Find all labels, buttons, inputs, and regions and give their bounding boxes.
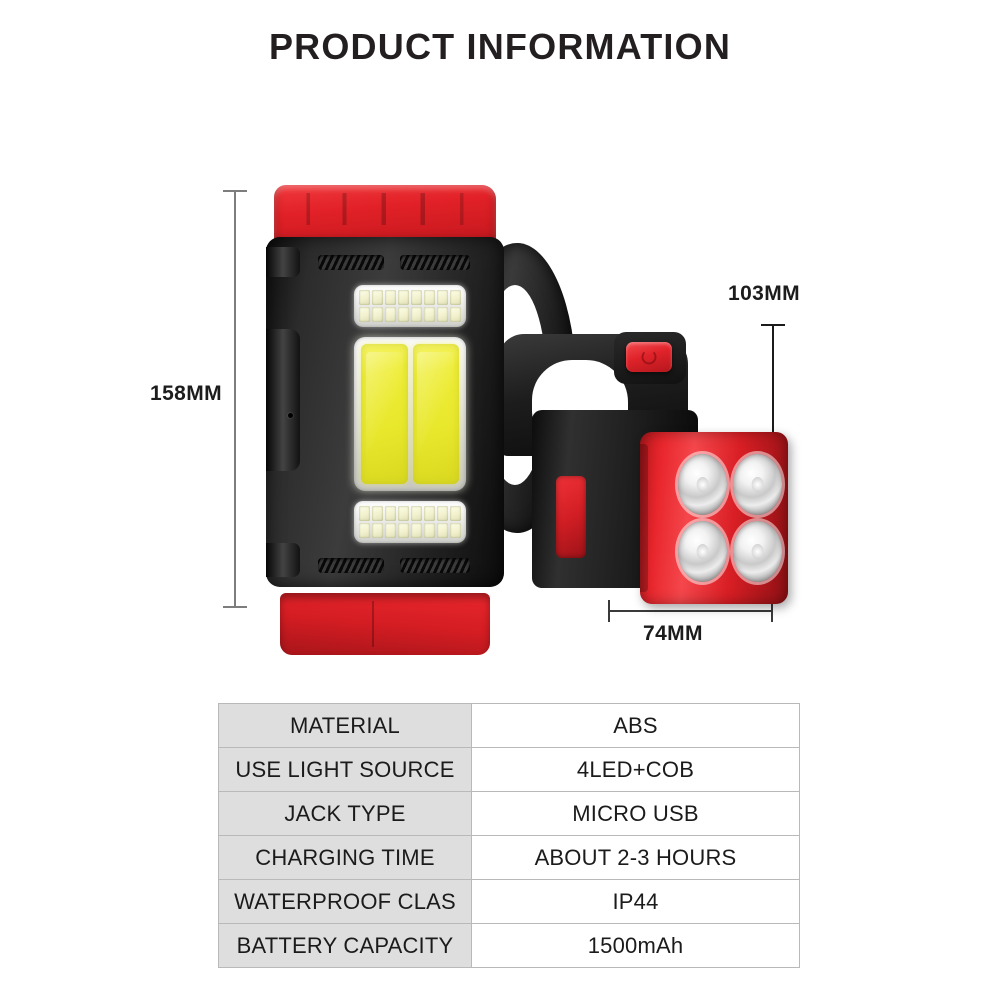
flashlight-black-body	[266, 237, 504, 587]
flashlight-side-view	[262, 185, 576, 655]
led-chip	[359, 506, 370, 521]
led-chip	[450, 290, 461, 305]
table-row: BATTERY CAPACITY 1500mAh	[218, 923, 800, 968]
led-chip-grid	[359, 506, 461, 538]
led-reflector-grid	[678, 454, 782, 582]
led-reflector	[733, 454, 782, 515]
spec-key: JACK TYPE	[218, 791, 472, 836]
table-row: MATERIAL ABS	[218, 703, 800, 748]
led-chip	[385, 523, 396, 538]
table-row: JACK TYPE MICRO USB	[218, 791, 800, 836]
spec-key: MATERIAL	[218, 703, 472, 748]
spec-value: ABOUT 2-3 HOURS	[471, 835, 800, 880]
led-reflector	[678, 454, 727, 515]
led-chip	[359, 290, 370, 305]
table-row: WATERPROOF CLAS IP44	[218, 879, 800, 924]
light-face-plate	[354, 285, 466, 543]
led-chip	[372, 506, 383, 521]
led-chip	[359, 307, 370, 322]
led-chip	[411, 290, 422, 305]
spec-value: 1500mAh	[471, 923, 800, 968]
flashlight-front-view	[498, 328, 788, 618]
led-reflector	[678, 521, 727, 582]
led-chip	[437, 523, 448, 538]
red-led-head	[640, 432, 788, 604]
led-chip	[359, 523, 370, 538]
table-row: USE LIGHT SOURCE 4LED+COB	[218, 747, 800, 792]
led-chip	[398, 506, 409, 521]
product-image-stage: 158MM	[0, 150, 1000, 670]
led-chip	[450, 523, 461, 538]
led-chip	[398, 307, 409, 322]
led-chip	[450, 506, 461, 521]
specification-table-body: MATERIAL ABS USE LIGHT SOURCE 4LED+COB J…	[218, 703, 800, 968]
led-chip	[424, 523, 435, 538]
vent-grille-bottom-left	[318, 558, 384, 573]
spec-value: IP44	[471, 879, 800, 924]
cob-panel-right	[412, 344, 459, 484]
power-button-icon	[626, 342, 672, 372]
led-chip	[424, 307, 435, 322]
dimension-label-width: 74MM	[643, 622, 703, 645]
red-accent-strip	[556, 476, 586, 558]
vent-grille-bottom-right	[400, 558, 470, 573]
body-rib-top	[266, 247, 300, 277]
led-chip	[437, 307, 448, 322]
led-chip	[385, 290, 396, 305]
vent-grille-top-left	[318, 255, 384, 270]
led-chip	[437, 506, 448, 521]
specification-table: MATERIAL ABS USE LIGHT SOURCE 4LED+COB J…	[218, 703, 800, 968]
led-chip	[424, 506, 435, 521]
led-chip	[372, 307, 383, 322]
spec-key: CHARGING TIME	[218, 835, 472, 880]
cob-light-panel-group	[354, 337, 466, 491]
led-chip	[398, 523, 409, 538]
bottom-led-array	[354, 501, 466, 543]
cob-panel-left	[361, 344, 408, 484]
dimension-line-height	[223, 190, 247, 608]
led-chip	[437, 290, 448, 305]
led-chip	[385, 506, 396, 521]
led-chip	[411, 523, 422, 538]
led-chip	[411, 307, 422, 322]
table-row: CHARGING TIME ABOUT 2-3 HOURS	[218, 835, 800, 880]
dimension-line-width	[608, 600, 773, 622]
spec-value: ABS	[471, 703, 800, 748]
led-chip	[385, 307, 396, 322]
vent-grille-top-right	[400, 255, 470, 270]
dimension-label-front-height: 103MM	[728, 282, 801, 305]
flashlight-red-base	[280, 593, 490, 655]
spec-key: WATERPROOF CLAS	[218, 879, 472, 924]
page-title: PRODUCT INFORMATION	[268, 26, 732, 67]
spec-value: 4LED+COB	[471, 747, 800, 792]
led-chip	[398, 290, 409, 305]
led-chip-grid	[359, 290, 461, 322]
led-chip	[424, 290, 435, 305]
spec-key: BATTERY CAPACITY	[218, 923, 472, 968]
flashlight-red-top-cap	[274, 185, 496, 247]
body-screw-dot	[288, 413, 293, 418]
led-chip	[372, 290, 383, 305]
led-chip	[450, 307, 461, 322]
led-reflector	[733, 521, 782, 582]
spec-key: USE LIGHT SOURCE	[218, 747, 472, 792]
top-led-array	[354, 285, 466, 327]
dimension-label-height: 158MM	[150, 382, 223, 405]
spec-value: MICRO USB	[471, 791, 800, 836]
body-rib-bottom	[266, 543, 300, 577]
body-rib-middle	[266, 329, 300, 471]
led-chip	[411, 506, 422, 521]
led-chip	[372, 523, 383, 538]
